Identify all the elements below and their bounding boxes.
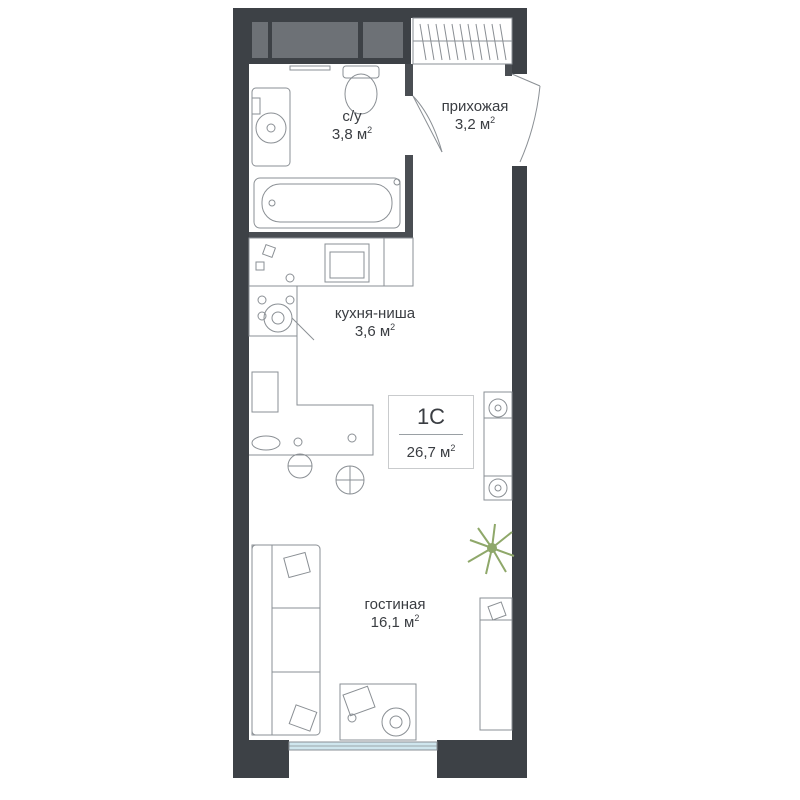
- top-wall: [233, 8, 527, 18]
- bathroom-fixtures: [251, 65, 401, 229]
- tv-unit: [483, 391, 513, 501]
- wardrobe: [412, 17, 513, 65]
- kitchen-label: кухня-ниша 3,6 м2: [310, 305, 440, 341]
- kitchen-name: кухня-ниша: [334, 305, 416, 322]
- apartment-badge: 1С 26,7 м2: [388, 395, 474, 469]
- sofa: [251, 544, 321, 736]
- partitions: [249, 64, 512, 238]
- armchair-table: [339, 683, 417, 741]
- bathroom-door-jamb: [405, 64, 413, 96]
- bottom-window: [288, 741, 438, 751]
- dining-chairs: [287, 453, 365, 495]
- living-name: гостиная: [364, 596, 426, 613]
- wardrobe-jamb: [505, 64, 512, 76]
- entry-door: [511, 73, 541, 163]
- bathroom-name: с/у: [342, 108, 362, 125]
- apartment-divider: [399, 434, 463, 435]
- left-wall: [233, 8, 249, 778]
- kitchen-fixtures: [248, 237, 414, 456]
- top-right-wall: [512, 8, 527, 74]
- hallway-area: 3,2 м2: [454, 115, 496, 134]
- right-wall: [512, 166, 527, 778]
- living-area: 16,1 м2: [370, 613, 420, 632]
- apartment-total-area: 26,7 м2: [406, 443, 456, 461]
- bathroom-area: 3,8 м2: [331, 125, 373, 144]
- desk: [479, 597, 513, 731]
- hallway-name: прихожая: [441, 98, 509, 115]
- bottom-right-wall: [437, 740, 527, 778]
- bathroom-door: [412, 95, 443, 153]
- plant: [467, 523, 515, 575]
- exterior-walls: [233, 8, 527, 778]
- bottom-left-wall: [233, 740, 289, 778]
- bathroom-bottom-partition: [249, 232, 413, 238]
- hallway-label: прихожая 3,2 м2: [420, 98, 530, 134]
- bathroom-label: с/у 3,8 м2: [312, 108, 392, 144]
- top-window: [249, 18, 411, 64]
- living-label: гостиная 16,1 м2: [340, 596, 450, 632]
- kitchen-area: 3,6 м2: [354, 322, 396, 341]
- apartment-type: 1С: [416, 404, 446, 429]
- bathroom-right-partition: [405, 155, 413, 238]
